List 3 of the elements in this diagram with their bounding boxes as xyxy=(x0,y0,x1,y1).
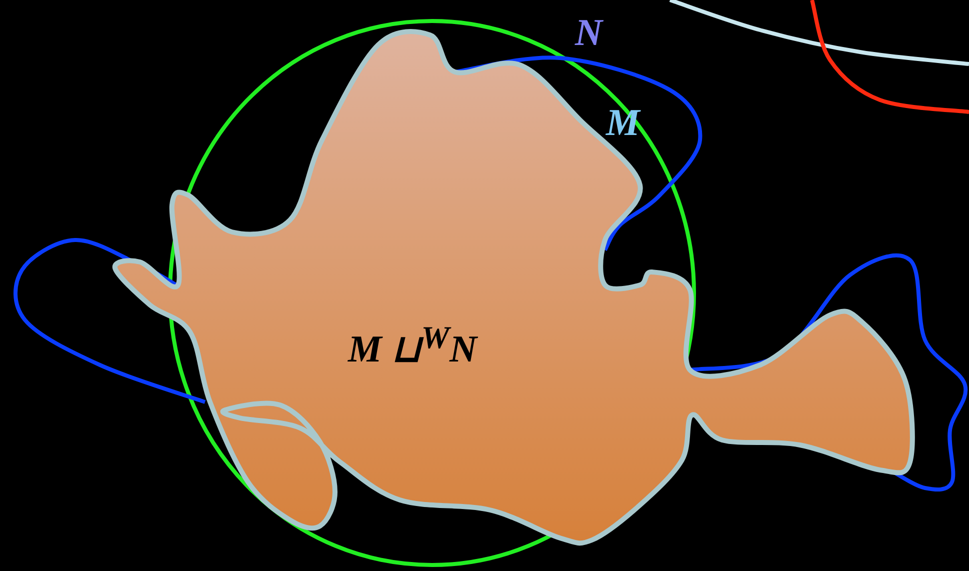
curve-label: N xyxy=(575,14,602,52)
region-label: M ⊔$^{W}$N xyxy=(348,322,477,369)
curve-label: M xyxy=(606,104,640,142)
